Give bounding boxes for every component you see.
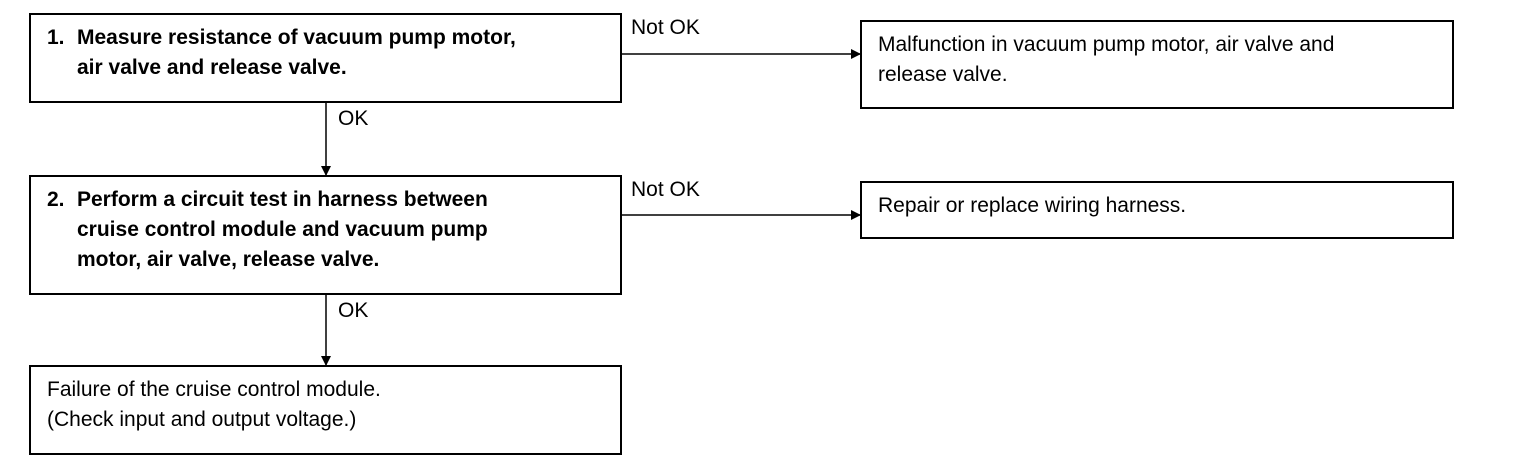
step-2-box: 2. Perform a circuit test in harness betw…: [29, 175, 622, 295]
outcome-module-failure-box: Failure of the cruise control module. (C…: [29, 365, 622, 455]
outcome-module-failure-line-2: (Check input and output voltage.): [47, 408, 357, 431]
edge-label-step2-ok: OK: [338, 299, 369, 322]
edge-label-step1-ok: OK: [338, 107, 369, 130]
step-1-box: 1. Measure resistance of vacuum pump moto…: [29, 13, 622, 103]
outcome-repair-harness-box: Repair or replace wiring harness.: [860, 181, 1454, 239]
step-1-number: 1.: [47, 26, 65, 49]
outcome-repair-harness-line-1: Repair or replace wiring harness.: [878, 194, 1187, 217]
outcome-module-failure-line-1: Failure of the cruise control module.: [47, 378, 381, 401]
step-2-number: 2.: [47, 188, 65, 211]
step-2-text-line-2: cruise control module and vacuum pump: [77, 218, 488, 241]
edge-label-step1-not-ok: Not OK: [631, 16, 700, 39]
outcome-malfunction-line-2: release valve.: [878, 63, 1008, 86]
outcome-malfunction-line-1: Malfunction in vacuum pump motor, air va…: [878, 33, 1335, 56]
step-2-text-line-1: Perform a circuit test in harness betwee…: [77, 188, 488, 211]
step-2-text-line-3: motor, air valve, release valve.: [77, 248, 380, 271]
step-1-text-line-1: Measure resistance of vacuum pump motor,: [77, 26, 516, 49]
edge-label-step2-not-ok: Not OK: [631, 178, 700, 201]
outcome-malfunction-box: Malfunction in vacuum pump motor, air va…: [860, 20, 1454, 109]
step-1-text-line-2: air valve and release valve.: [77, 56, 347, 79]
